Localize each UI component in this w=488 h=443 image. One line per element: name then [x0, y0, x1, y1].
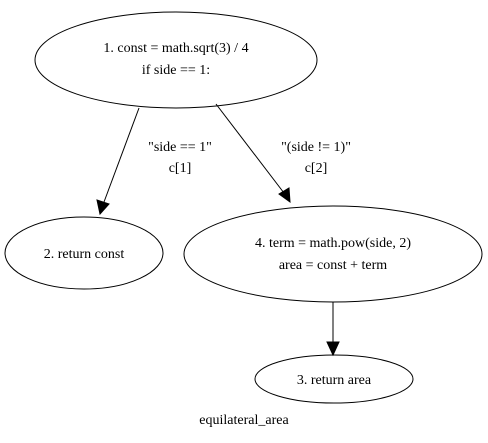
node-4-shape — [183, 205, 483, 303]
node-3-line1: 3. return area — [297, 373, 372, 388]
edge-4-to-3 — [326, 302, 340, 357]
edge-1-to-2: "side == 1" c[1] — [96, 107, 212, 216]
node-2[interactable]: 2. return const — [4, 216, 164, 290]
node-4-line1: 4. term = math.pow(side, 2) — [255, 236, 411, 251]
edge-1-to-4: "(side != 1)" c[2] — [215, 103, 351, 204]
edge-1-to-4-label-line1: "(side != 1)" — [281, 140, 351, 155]
node-1[interactable]: 1. const = math.sqrt(3) / 4 if side == 1… — [34, 11, 318, 109]
edge-1-to-2-label-line2: c[1] — [169, 161, 192, 176]
node-4-line2: area = const + term — [279, 258, 387, 273]
node-2-shape — [4, 216, 164, 290]
node-2-line1: 2. return const — [44, 247, 125, 262]
node-4[interactable]: 4. term = math.pow(side, 2) area = const… — [183, 205, 483, 303]
graph-title: equilateral_area — [199, 413, 289, 428]
node-1-shape — [34, 11, 318, 109]
edge-1-to-2-line — [103, 107, 140, 203]
edge-4-to-3-arrowhead — [326, 341, 340, 357]
edge-1-to-4-arrowhead — [278, 187, 291, 204]
node-3-shape — [254, 354, 414, 404]
node-3[interactable]: 3. return area — [254, 354, 414, 404]
edge-1-to-2-arrowhead — [96, 199, 110, 216]
edge-1-to-4-label-line2: c[2] — [305, 161, 328, 176]
node-1-line1: 1. const = math.sqrt(3) / 4 — [103, 41, 248, 56]
edge-1-to-2-label-line1: "side == 1" — [148, 140, 212, 155]
node-1-line2: if side == 1: — [142, 63, 210, 78]
edge-1-to-4-line — [215, 103, 285, 194]
